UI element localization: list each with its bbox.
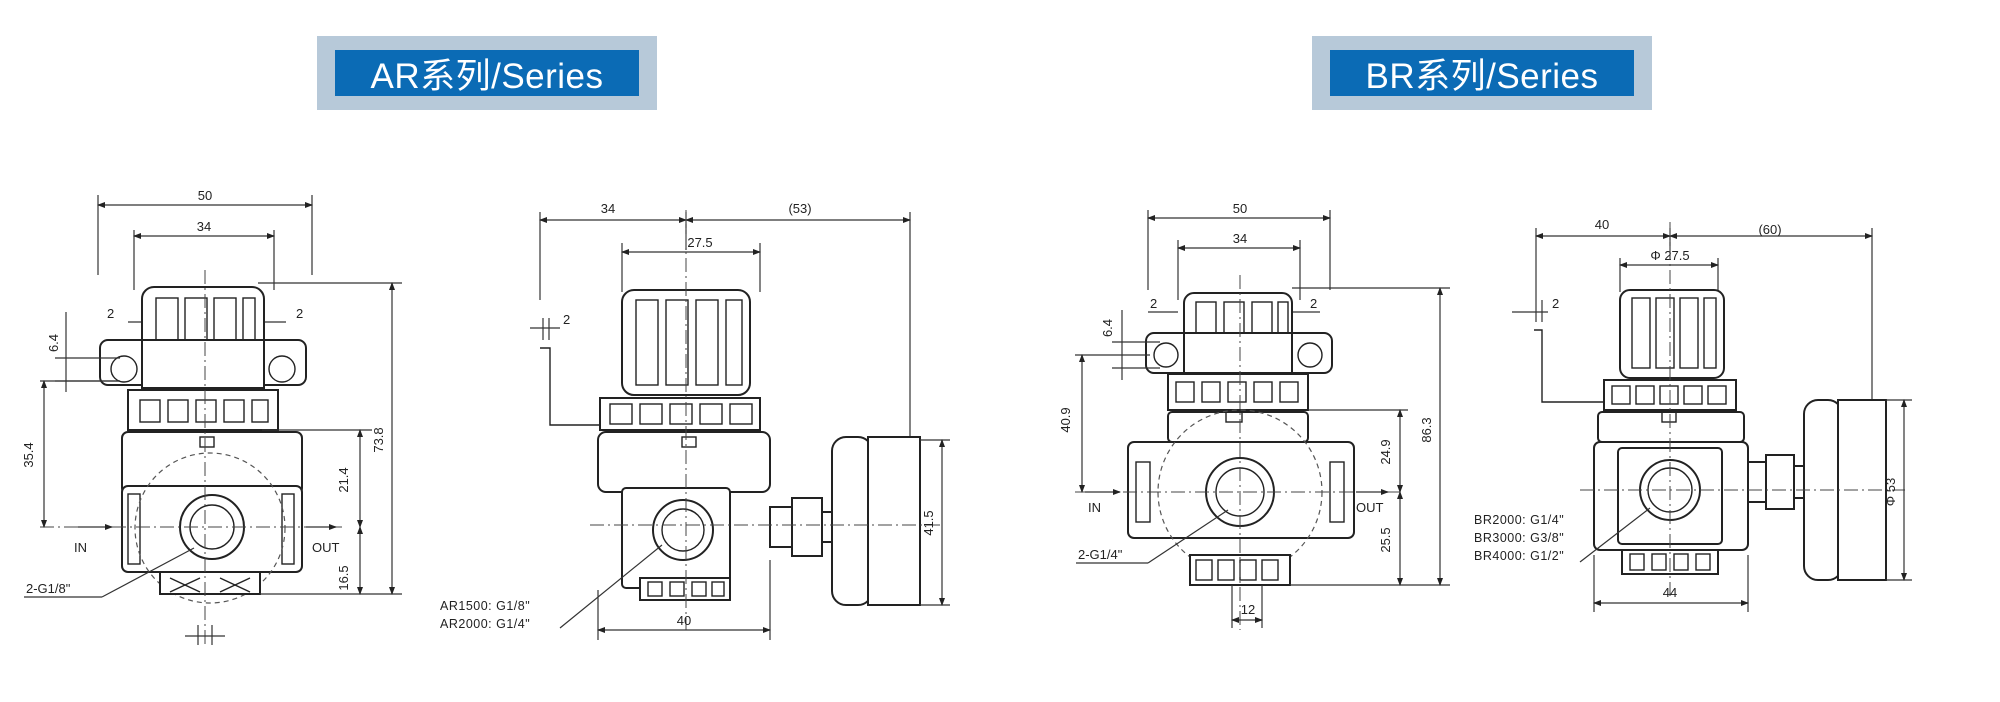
ar-side-dim-27-5: 27.5	[687, 235, 712, 250]
ar-side-port-label-1: AR1500: G1/8"	[440, 599, 530, 613]
br-side-dim-60: (60)	[1758, 222, 1781, 237]
br-front-dim-34: 34	[1233, 231, 1247, 246]
ar-series-title-text: AR系列/Series	[335, 50, 639, 96]
ar-front-dim-gap-left: 2	[107, 306, 114, 321]
br-side-dim-44: 44	[1663, 585, 1677, 600]
br-side-port-label-2: BR3000: G3/8"	[1474, 531, 1564, 545]
br-series-title: BR系列/Series	[1312, 36, 1652, 110]
br-front-dim-86-3: 86.3	[1419, 417, 1434, 442]
br-front-dim-50: 50	[1233, 201, 1247, 216]
ar-side-dim-gap: 2	[563, 312, 570, 327]
br-series-title-text: BR系列/Series	[1330, 50, 1634, 96]
br-front-dim-40-9: 40.9	[1058, 407, 1073, 432]
ar-side-dim-41-5: 41.5	[921, 510, 936, 535]
ar-front-dim-50: 50	[198, 188, 212, 203]
ar-series-title: AR系列/Series	[317, 36, 657, 110]
ar-front-dim-21-4: 21.4	[336, 467, 351, 492]
ar-side-port-label-2: AR2000: G1/4"	[440, 617, 530, 631]
ar-front-port-label: 2-G1/8"	[26, 581, 71, 596]
br-front-dim-gap-left: 2	[1150, 296, 1157, 311]
ar-side-dim-53: (53)	[788, 201, 811, 216]
ar-front-in-label: IN	[74, 540, 87, 555]
br-side-dim-phi-53: Φ 53	[1883, 478, 1898, 506]
ar-side-dim-40: 40	[677, 613, 691, 628]
br-front-dim-24-9: 24.9	[1378, 439, 1393, 464]
br-side-dim-40: 40	[1595, 217, 1609, 232]
br-front-dim-12: 12	[1241, 602, 1255, 617]
ar-front-dim-16-5: 16.5	[336, 565, 351, 590]
br-side-view: 40 (60) Φ 27.5 2	[1474, 217, 1912, 612]
br-front-view: 50 34 2 2	[1058, 201, 1450, 630]
ar-front-dim-35-4: 35.4	[21, 442, 36, 467]
br-front-dim-gap-right: 2	[1310, 296, 1317, 311]
br-side-port-label-1: BR2000: G1/4"	[1474, 513, 1564, 527]
ar-front-out-label: OUT	[312, 540, 340, 555]
ar-front-dim-6-4: 6.4	[46, 334, 61, 352]
br-front-in-label: IN	[1088, 500, 1101, 515]
ar-side-dim-34: 34	[601, 201, 615, 216]
br-front-dim-6-4: 6.4	[1100, 319, 1115, 337]
ar-front-dim-gap-right: 2	[296, 306, 303, 321]
br-front-dim-25-5: 25.5	[1378, 527, 1393, 552]
ar-front-dim-73-8: 73.8	[371, 427, 386, 452]
br-front-port-label: 2-G1/4"	[1078, 547, 1123, 562]
ar-front-dim-34: 34	[197, 219, 211, 234]
ar-front-view: 50 34 2 2	[21, 188, 402, 645]
ar-side-view: 34 (53) 27.5 2	[440, 201, 950, 640]
br-front-out-label: OUT	[1356, 500, 1384, 515]
br-side-port-label-3: BR4000: G1/2"	[1474, 549, 1564, 563]
br-side-dim-gap: 2	[1552, 296, 1559, 311]
